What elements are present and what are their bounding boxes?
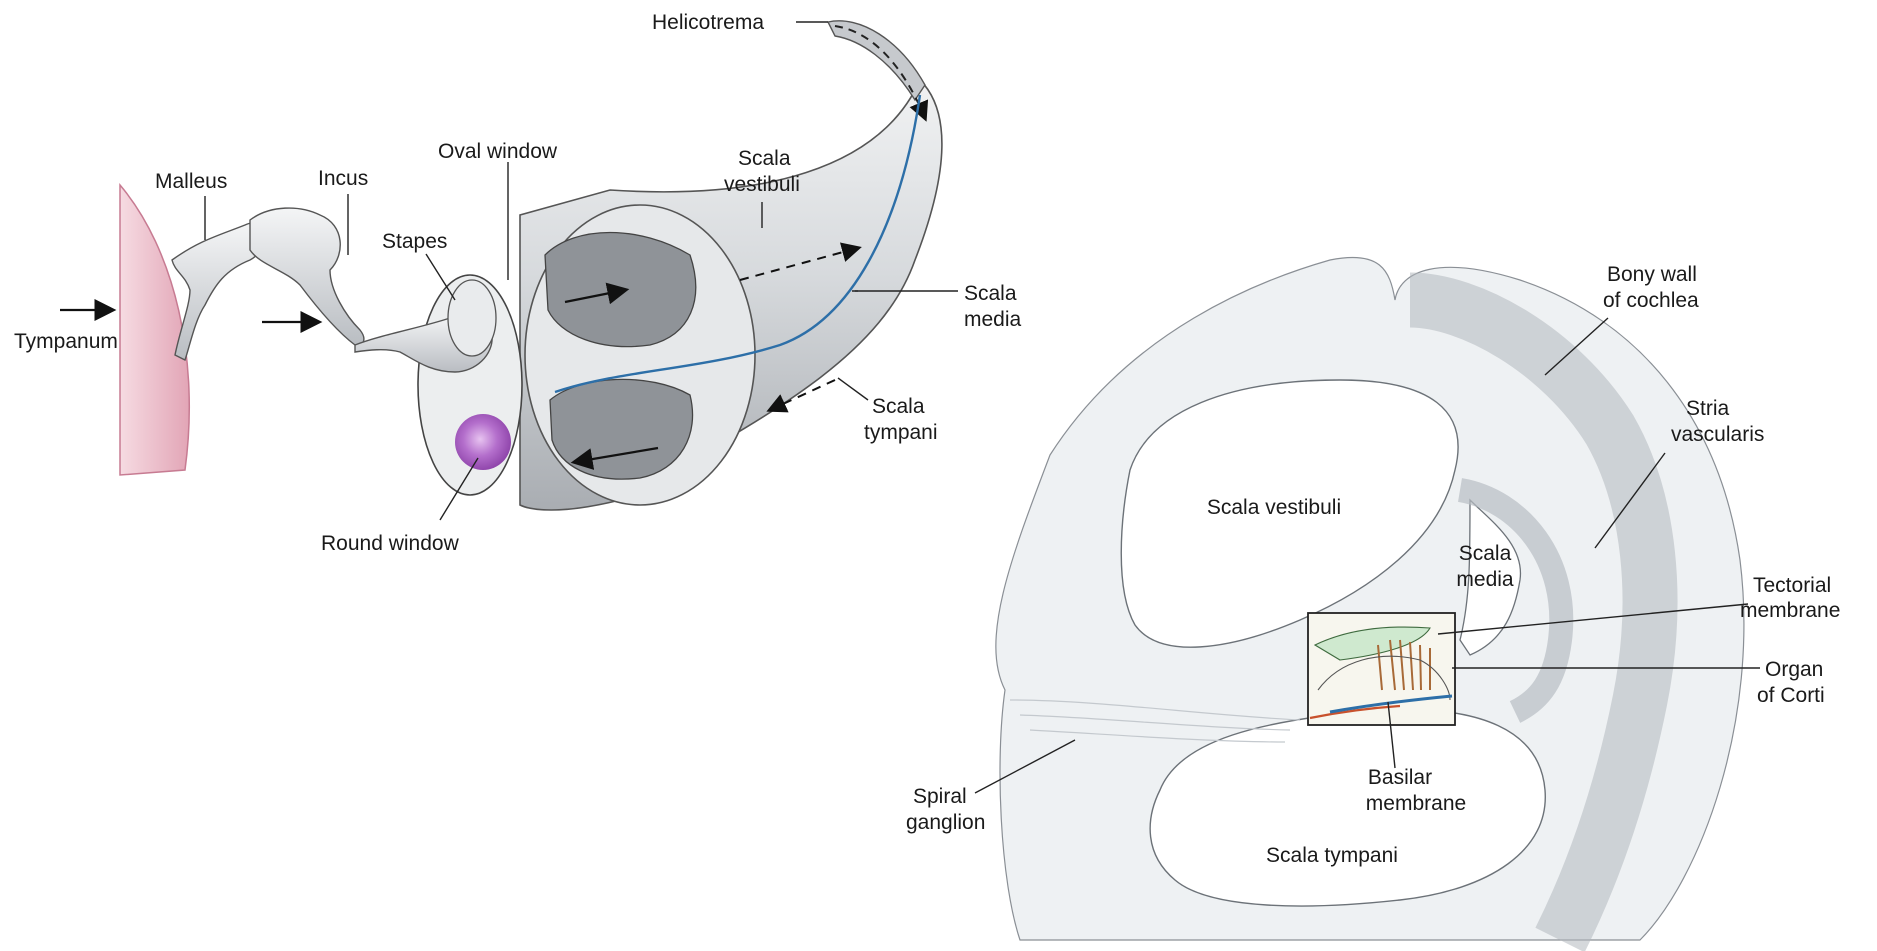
scala-vestibuli-chamber <box>545 233 696 347</box>
label-spiral-1: Spiral <box>913 785 967 808</box>
uncoiled-cochlea-diagram <box>60 21 958 520</box>
label-malleus: Malleus <box>155 170 227 193</box>
label-stria-2: vascularis <box>1671 423 1764 446</box>
label-tympanum: Tympanum <box>14 330 118 353</box>
label-round-window: Round window <box>321 532 460 555</box>
label-scala-media-right-2: media <box>1456 568 1514 591</box>
label-organ-1: Organ <box>1765 658 1823 681</box>
label-tectorial-1: Tectorial <box>1753 574 1831 597</box>
tympanum-membrane <box>120 185 189 475</box>
label-bony-wall-1: Bony wall <box>1607 263 1697 286</box>
label-scala-tympani-2: tympani <box>864 421 938 444</box>
label-helicotrema: Helicotrema <box>652 11 764 34</box>
label-scala-media-1: Scala <box>964 282 1017 305</box>
scala-tympani-chamber <box>550 379 693 479</box>
cochlea-cross-section-diagram <box>975 257 1760 940</box>
label-spiral-2: ganglion <box>906 811 985 834</box>
label-scala-tympani-right: Scala tympani <box>1266 844 1398 867</box>
label-scala-vestibuli-2: vestibuli <box>724 173 800 196</box>
label-basilar-2: membrane <box>1366 792 1466 815</box>
round-window <box>455 414 511 470</box>
malleus-bone <box>172 223 263 360</box>
label-incus: Incus <box>318 167 368 190</box>
incus-bone <box>250 208 364 346</box>
label-organ-2: of Corti <box>1757 684 1825 707</box>
leader-scala-tympani <box>838 378 868 400</box>
label-stapes: Stapes <box>382 230 447 253</box>
label-basilar-1: Basilar <box>1368 766 1432 789</box>
label-scala-tympani-1: Scala <box>872 395 925 418</box>
label-scala-media-2: media <box>964 308 1022 331</box>
label-tectorial-2: membrane <box>1740 599 1840 622</box>
label-oval-window: Oval window <box>438 140 558 163</box>
label-scala-vestibuli-right: Scala vestibuli <box>1207 496 1341 519</box>
label-bony-wall-2: of cochlea <box>1603 289 1699 312</box>
label-scala-media-right-1: Scala <box>1459 542 1512 565</box>
label-scala-vestibuli-1: Scala <box>738 147 791 170</box>
stapes-footplate <box>448 280 496 356</box>
label-stria-1: Stria <box>1686 397 1730 420</box>
